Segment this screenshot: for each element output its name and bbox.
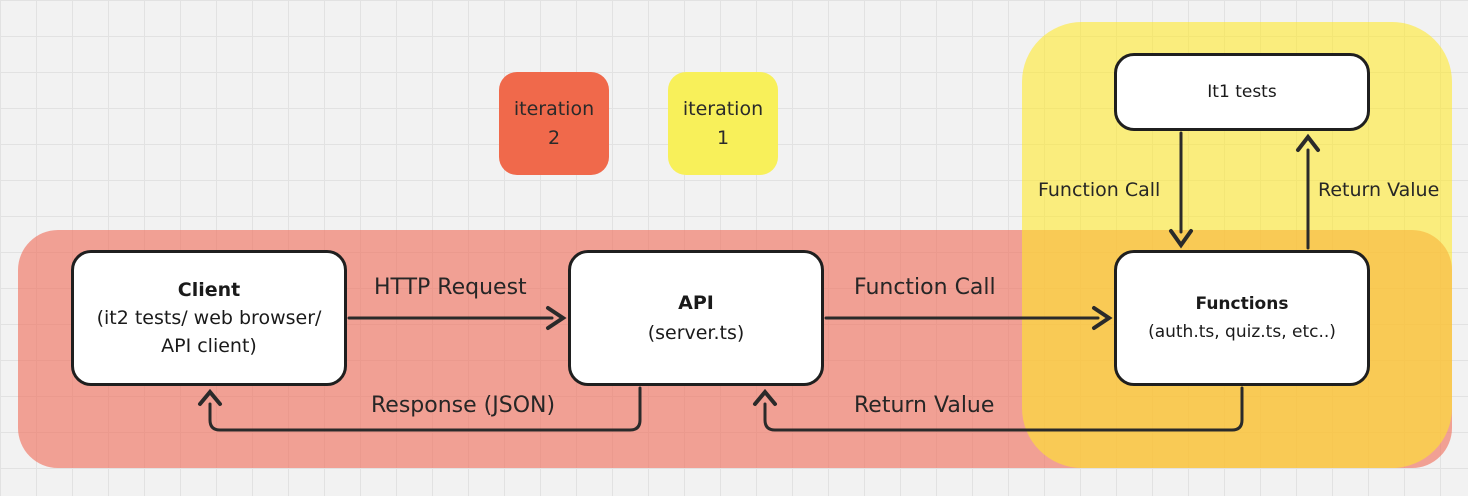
arrowhead-right-icon — [546, 306, 567, 330]
edge-label-function-call: Function Call — [854, 275, 996, 300]
arrowhead-right-icon — [1092, 306, 1113, 330]
node-functions-title: Functions — [1195, 294, 1289, 314]
arrowhead-up-icon — [198, 388, 222, 406]
edge-label-return-value-it1: Return Value — [1318, 179, 1440, 201]
legend-iteration-1-line1: iteration — [682, 97, 764, 120]
legend-iteration-2-line2: 2 — [547, 126, 561, 149]
node-functions-subtitle: (auth.ts, quiz.ts, etc..) — [1148, 322, 1336, 342]
edge-label-function-call-it1: Function Call — [1038, 179, 1161, 201]
arrowhead-up-icon — [753, 388, 777, 406]
legend-iteration-2-line1: iteration — [513, 97, 595, 120]
node-api[interactable]: API (server.ts) — [568, 250, 824, 386]
legend-iteration-1[interactable]: iteration 1 — [668, 72, 778, 175]
edge-label-http-request: HTTP Request — [374, 275, 527, 300]
node-functions[interactable]: Functions (auth.ts, quiz.ts, etc..) — [1114, 250, 1370, 386]
edge-response-json[interactable] — [208, 386, 642, 432]
node-client-line1: (it2 tests/ web browser/ — [96, 307, 322, 329]
node-api-title: API — [678, 292, 714, 314]
node-client-title: Client — [177, 279, 241, 301]
node-client[interactable]: Client (it2 tests/ web browser/ API clie… — [71, 250, 347, 386]
node-api-subtitle: (server.ts) — [647, 322, 745, 344]
edge-label-response-json: Response (JSON) — [371, 393, 556, 418]
node-it1-tests[interactable]: It1 tests — [1114, 53, 1370, 131]
arrowhead-up-icon — [1296, 133, 1320, 152]
edge-label-return-value: Return Value — [854, 393, 995, 418]
arrowhead-down-icon — [1169, 229, 1193, 249]
legend-iteration-1-line2: 1 — [716, 126, 730, 149]
edge-return-value-main[interactable] — [763, 386, 1244, 432]
node-client-line2: API client) — [161, 335, 257, 357]
node-it1-tests-title: It1 tests — [1207, 82, 1277, 102]
legend-iteration-2[interactable]: iteration 2 — [499, 72, 609, 175]
